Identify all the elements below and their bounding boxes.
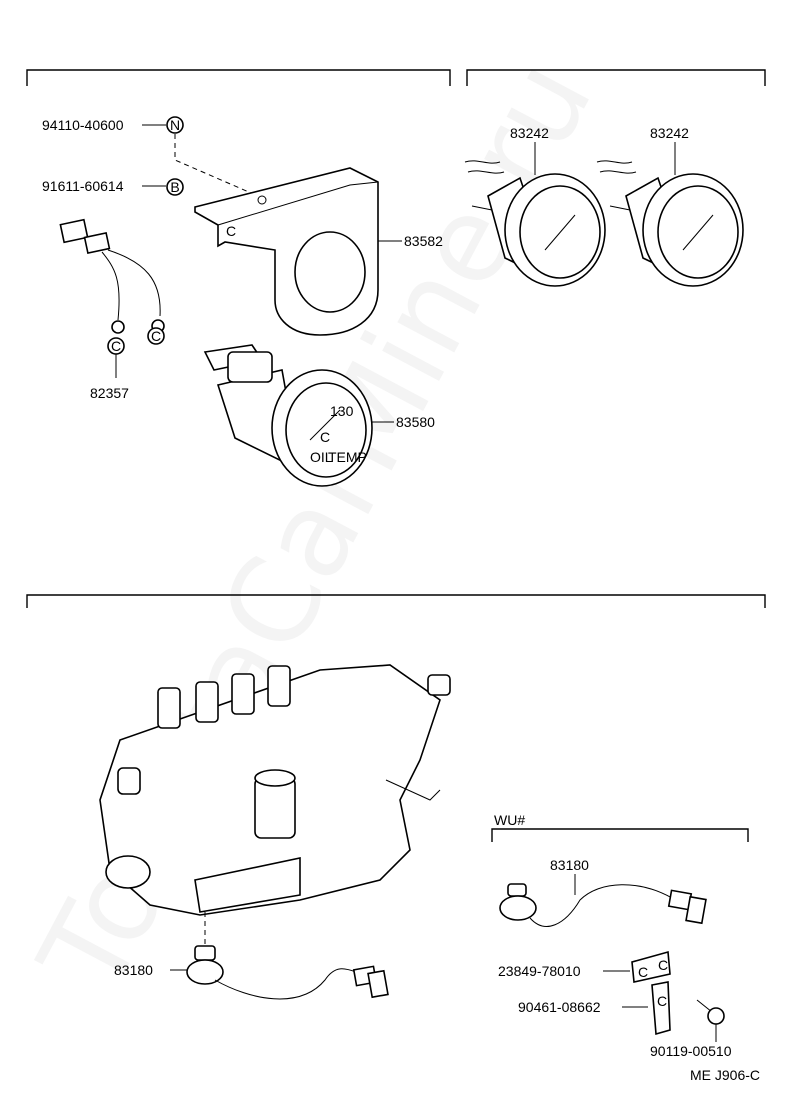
label-83242-left: 83242: [510, 125, 549, 141]
gauge-left-icon: [464, 160, 606, 287]
variant-label-wu: WU#: [494, 812, 525, 828]
gauge-right-icon: [596, 160, 744, 287]
section-bracket-wu: [491, 828, 749, 842]
label-83180-left: 83180: [114, 962, 153, 978]
label-83582: 83582: [404, 233, 443, 249]
svg-text:C: C: [111, 338, 121, 354]
svg-text:C: C: [638, 964, 648, 980]
svg-text:C: C: [151, 328, 161, 344]
svg-text:TEMP: TEMP: [328, 449, 367, 465]
label-83580: 83580: [396, 414, 435, 430]
section-bracket-top-right: [466, 69, 766, 86]
section-bracket-top-left: [26, 69, 451, 86]
gauge-bracket-icon: C: [194, 167, 379, 336]
label-82357: 82357: [90, 385, 129, 401]
oil-temp-gauge-icon: 130 C OIL TEMP: [203, 344, 373, 487]
svg-text:130: 130: [330, 403, 354, 419]
bolt-icon: [696, 999, 725, 1025]
label-90461-08662: 90461-08662: [518, 999, 601, 1015]
wire-harness-icon: C C: [59, 218, 165, 355]
clip-icon: C: [651, 981, 671, 1036]
label-83180-right: 83180: [550, 857, 589, 873]
svg-text:C: C: [226, 223, 236, 239]
svg-text:C: C: [320, 429, 330, 445]
svg-text:N: N: [170, 117, 180, 133]
label-94110-40600: 94110-40600: [42, 117, 124, 133]
label-91611-60614: 91611-60614: [42, 178, 124, 194]
svg-text:C: C: [657, 993, 667, 1009]
label-83242-right: 83242: [650, 125, 689, 141]
label-90119-00510: 90119-00510: [650, 1043, 732, 1059]
svg-text:OIL: OIL: [310, 449, 333, 465]
clamp-icon: C C: [631, 950, 671, 983]
dashed-leader-fastener: [174, 134, 259, 197]
diagram-reference-code: ME J906-C: [690, 1067, 760, 1083]
nut-callout-icon: N: [166, 116, 184, 134]
svg-text:C: C: [658, 957, 668, 973]
sender-switch-icon: [186, 945, 389, 1000]
label-23849-78010: 23849-78010: [498, 963, 581, 979]
bolt-callout-icon: B: [166, 178, 184, 196]
injection-pump-icon: [99, 664, 451, 916]
sender-switch-wu-icon: [499, 883, 707, 927]
svg-text:B: B: [170, 179, 179, 195]
section-bracket-bottom: [26, 594, 766, 608]
